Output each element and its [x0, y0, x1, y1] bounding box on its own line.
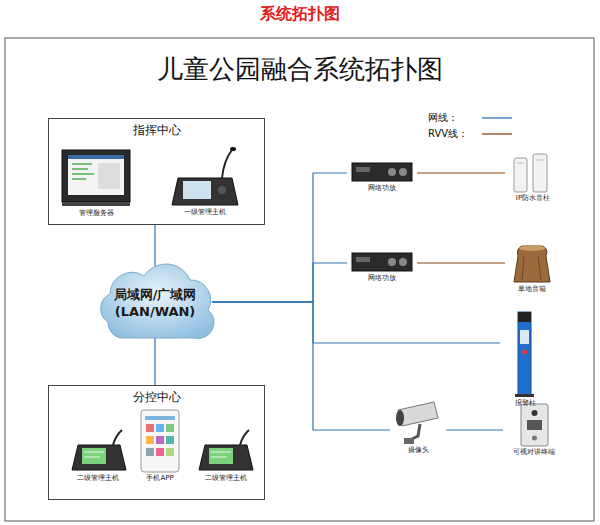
intercom-icon — [521, 404, 548, 446]
connector — [446, 429, 503, 430]
device-caption: 手机APP — [135, 474, 185, 482]
alarm-pole-icon — [515, 312, 534, 397]
device-caption: 摄像头 — [390, 446, 446, 454]
cloud-label: 局域网/广域网 (LAN/WAN) — [105, 286, 205, 320]
connector — [154, 225, 155, 270]
diagram-title: 儿童公园融合系统拓扑图 — [0, 52, 600, 86]
host-icon — [172, 147, 238, 205]
intercom-node: 可视对讲终端 — [503, 400, 565, 456]
legend-text: RVV线： — [428, 127, 468, 141]
speaker-node: IP防水音柱 — [505, 152, 561, 202]
phone-icon — [141, 410, 179, 472]
connector — [154, 338, 155, 385]
connector — [212, 302, 390, 430]
connector — [417, 262, 505, 263]
host-icon — [72, 430, 126, 470]
device-caption: 管理服务器 — [58, 209, 134, 217]
host-node: 一级管理主机 — [165, 150, 245, 216]
sub-control-box: 分控中心二级管理主机手机APP二级管理主机 — [48, 385, 265, 500]
amplifier-icon — [352, 163, 412, 271]
host-node: 二级管理主机 — [62, 428, 134, 482]
device-caption: 网络功放 — [347, 274, 417, 282]
server-node: 管理服务器 — [58, 150, 134, 217]
device-caption: 可视对讲终端 — [503, 448, 565, 456]
control-center-box: 指挥中心管理服务器 一级管理主机 — [48, 118, 265, 225]
host-node: 二级管理主机 — [190, 428, 262, 482]
legend-item: 网线： — [428, 111, 528, 125]
group-heading: 指挥中心 — [49, 119, 264, 138]
device-caption: 一级管理主机 — [165, 208, 245, 216]
connector — [212, 173, 347, 302]
server-icon — [62, 150, 130, 206]
legend-text: 网线： — [428, 111, 458, 125]
connector — [212, 263, 347, 302]
device-caption: 报警柱 — [500, 399, 550, 407]
page-heading: 系统拓扑图 — [0, 4, 600, 24]
connector — [417, 172, 505, 173]
alarm-pole-node: 报警柱 — [500, 308, 550, 407]
legend-swatch — [480, 111, 514, 125]
camera-node: 摄像头 — [390, 400, 446, 454]
legend-swatch — [480, 127, 514, 141]
device-caption: 二级管理主机 — [62, 474, 134, 482]
amplifier-node: 网络功放 — [347, 160, 417, 192]
device-caption: 草地音箱 — [505, 285, 559, 293]
group-heading: 分控中心 — [49, 386, 264, 405]
camera-icon — [396, 402, 438, 444]
device-caption: 二级管理主机 — [190, 474, 262, 482]
device-caption: 网络功放 — [347, 184, 417, 192]
legend-item: RVV线： — [428, 127, 528, 141]
phone-app-node: 手机APP — [135, 408, 185, 482]
cloud-shape — [92, 262, 218, 344]
network-cloud: 局域网/广域网 (LAN/WAN) — [92, 262, 218, 344]
amplifier-node: 网络功放 — [347, 250, 417, 282]
device-caption: IP防水音柱 — [505, 194, 561, 202]
column-speaker-icon — [514, 154, 547, 192]
page-frame — [5, 38, 594, 521]
stump-speaker-icon — [514, 245, 550, 282]
host-icon — [199, 430, 253, 470]
speaker-node: 草地音箱 — [505, 243, 559, 293]
connector — [212, 302, 500, 343]
